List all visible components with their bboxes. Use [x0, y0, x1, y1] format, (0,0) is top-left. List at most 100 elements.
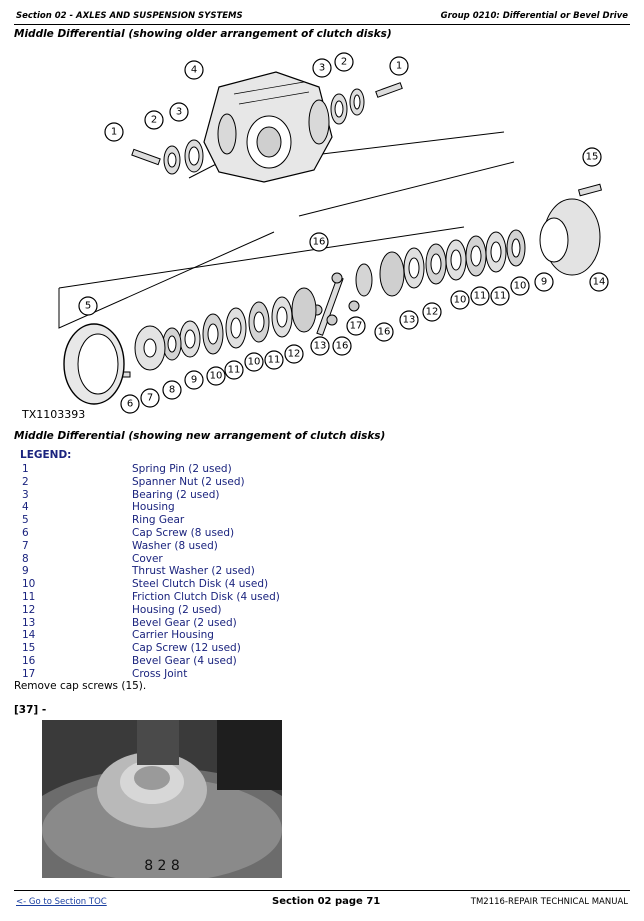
- svg-text:16: 16: [313, 237, 326, 248]
- svg-text:3: 3: [319, 63, 325, 74]
- callout-bubble: 3: [169, 102, 189, 122]
- legend-row: 9 Thrust Washer (2 used): [20, 565, 255, 578]
- legend-row: 7 Washer (8 used): [20, 539, 218, 553]
- legend-description: Steel Clutch Disk (4 used): [132, 578, 269, 591]
- legend-row: 17 Cross Joint: [20, 667, 187, 681]
- svg-text:15: 15: [586, 152, 599, 163]
- svg-text:6: 6: [127, 399, 133, 410]
- callout-bubble: 9: [184, 370, 204, 390]
- svg-text:4: 4: [191, 65, 197, 76]
- callout-bubble: 1: [389, 56, 409, 76]
- legend-number: 4: [22, 501, 29, 514]
- legend-number: 13: [22, 616, 36, 629]
- legend-number: 1: [22, 463, 29, 475]
- legend-row: 8 Cover: [20, 552, 163, 566]
- legend-number: 6: [22, 526, 29, 539]
- svg-text:16: 16: [378, 327, 391, 338]
- callout-bubble: 5: [78, 296, 98, 316]
- callout-bubble: 13: [310, 336, 330, 356]
- legend-number: 2: [22, 475, 29, 488]
- svg-text:13: 13: [403, 315, 416, 326]
- legend-number: 9: [22, 565, 29, 578]
- callout-bubble: 10: [510, 276, 530, 296]
- legend-description: Bevel Gear (4 used): [132, 654, 237, 667]
- legend-description: Bevel Gear (2 used): [132, 616, 237, 629]
- exploded-view-diagram: 1 2 3 4 3 2 1 15 16 14 9 10 11 11 10 12 …: [21, 52, 609, 421]
- callout-bubble: 16: [332, 336, 352, 356]
- callout-group: 1 2 3 4 3 2 1 15 16 14 9 10 11 11 10 12 …: [78, 52, 609, 414]
- section-title: Section 02 - AXLES AND SUSPENSION SYSTEM…: [16, 11, 243, 21]
- callout-bubble: 3: [312, 58, 332, 78]
- svg-text:1: 1: [396, 61, 402, 72]
- legend-description: Housing (2 used): [132, 603, 222, 616]
- legend-number: 10: [22, 578, 36, 591]
- callout-bubble: 16: [309, 232, 329, 252]
- callout-bubble: 14: [589, 272, 609, 292]
- legend-description: Washer (8 used): [132, 539, 218, 552]
- legend-description: Ring Gear: [132, 514, 185, 527]
- legend-description: Cross Joint: [132, 667, 188, 680]
- legend-row: 10 Steel Clutch Disk (4 used): [20, 578, 268, 591]
- instruction-text: Remove cap screws (15).: [14, 680, 147, 692]
- callout-bubble: 7: [140, 388, 160, 408]
- figure-title-old: Middle Differential (showing older arran…: [14, 28, 392, 40]
- legend-heading: LEGEND:: [20, 449, 72, 461]
- legend-description: Thrust Washer (2 used): [132, 565, 255, 578]
- callout-bubble: 8: [162, 380, 182, 400]
- legend-row: 4 Housing: [20, 501, 175, 514]
- callout-bubble: 17: [346, 316, 366, 336]
- svg-text:9: 9: [191, 375, 197, 386]
- callout-bubble: 15: [582, 147, 602, 167]
- legend-description: Cover: [132, 552, 163, 565]
- callout-bubble: 9: [534, 272, 554, 292]
- step-number: [37] -: [14, 704, 47, 716]
- callout-bubble: 4: [184, 60, 204, 80]
- callout-bubble: 6: [120, 394, 140, 414]
- legend-description: Housing: [132, 501, 175, 514]
- svg-text:5: 5: [85, 301, 91, 312]
- legend-row: 13 Bevel Gear (2 used): [20, 616, 237, 630]
- toc-link[interactable]: <- Go to Section TOC: [16, 897, 107, 907]
- legend-description: Cap Screw (12 used): [132, 642, 241, 655]
- callout-bubble: 2: [144, 110, 164, 130]
- callout-bubble: 2: [334, 52, 354, 72]
- svg-text:9: 9: [541, 277, 547, 288]
- callout-bubble: 11: [264, 350, 284, 370]
- legend-number: 8: [22, 552, 29, 565]
- legend-number: 7: [22, 539, 29, 552]
- callout-bubble: 12: [284, 344, 304, 364]
- callout-bubble: 11: [224, 360, 244, 380]
- svg-text:11: 11: [494, 291, 507, 302]
- svg-text:10: 10: [210, 371, 223, 382]
- svg-text:10: 10: [514, 281, 527, 292]
- step-photo: 8 2 8: [42, 720, 282, 878]
- svg-text:2: 2: [151, 115, 157, 126]
- manual-title: TM2116-REPAIR TECHNICAL MANUAL: [470, 897, 628, 907]
- svg-text:13: 13: [314, 341, 327, 352]
- svg-text:10: 10: [248, 357, 261, 368]
- legend-number: 17: [22, 667, 36, 680]
- svg-text:7: 7: [147, 393, 153, 404]
- svg-text:8: 8: [169, 385, 175, 396]
- callout-bubble: 10: [450, 290, 470, 310]
- svg-text:3: 3: [176, 107, 182, 118]
- callout-bubble: 11: [490, 286, 510, 306]
- group-title: Group 0210: Differential or Bevel Drive: [440, 11, 628, 21]
- svg-text:16: 16: [336, 341, 349, 352]
- svg-text:11: 11: [474, 291, 487, 302]
- callout-bubble: 10: [244, 352, 264, 372]
- svg-text:14: 14: [593, 277, 606, 288]
- callout-bubble: 1: [104, 122, 124, 142]
- svg-text:2: 2: [341, 57, 347, 68]
- legend-description: Friction Clutch Disk (4 used): [132, 590, 280, 603]
- svg-text:11: 11: [228, 365, 241, 376]
- page-header: Section 02 - AXLES AND SUSPENSION SYSTEM…: [14, 8, 630, 25]
- legend-description: Carrier Housing: [132, 629, 214, 642]
